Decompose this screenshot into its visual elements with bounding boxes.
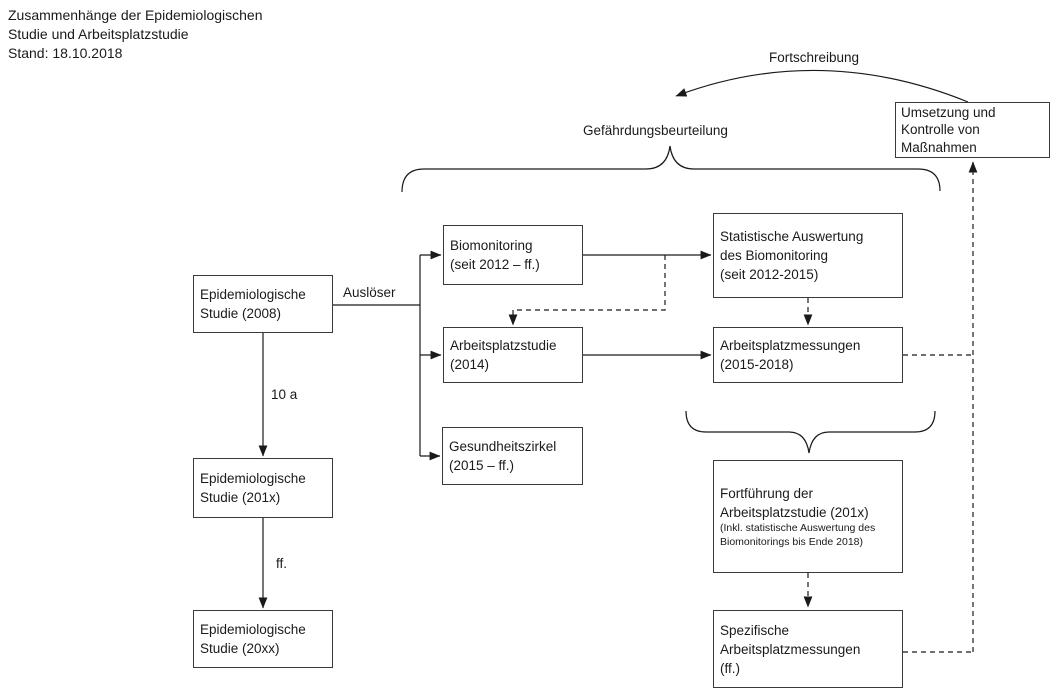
label-interval-10a: 10 a — [271, 387, 298, 402]
label-ausloeser: Auslöser — [343, 285, 396, 300]
box-umsetzung-kontrolle: Umsetzung und Kontrolle von Maßnahmen — [895, 102, 1050, 158]
label-interval-ff: ff. — [276, 556, 288, 571]
box-fortfuehrung-arbeitsplatzstudie: Fortführung der Arbeitsplatzstudie (201x… — [713, 460, 903, 573]
box-arbeitsplatzmessungen: Arbeitsplatzmessungen (2015-2018) — [713, 327, 903, 383]
label-gefaehrdungsbeurteilung: Gefährdungsbeurteilung — [583, 123, 728, 138]
fortfuehrung-brace — [685, 410, 936, 454]
box-spezifische-arbeitsplatzmessungen: Spezifische Arbeitsplatzmessungen (ff.) — [713, 610, 903, 688]
diagram-title: Zusammenhänge der Epidemiologischen Stud… — [8, 7, 263, 61]
gefaehrdungsbeurteilung-brace — [401, 145, 941, 193]
box-gesundheitszirkel: Gesundheitszirkel (2015 – ff.) — [442, 427, 583, 485]
dashed-biomonitoring-to-arbeitsplatzstudie — [508, 255, 666, 326]
box-epidemiologische-studie-201x: Epidemiologische Studie (201x) — [193, 458, 333, 518]
fortfuehrung-main-text: Fortführung der Arbeitsplatzstudie (201x… — [720, 486, 869, 520]
label-fortschreibung: Fortschreibung — [769, 50, 860, 65]
box-statistische-auswertung: Statistische Auswertung des Biomonitorin… — [713, 213, 903, 298]
fortschreibung-arc-arrow — [675, 69, 969, 103]
box-biomonitoring: Biomonitoring (seit 2012 – ff.) — [443, 225, 583, 285]
box-epidemiologische-studie-2008: Epidemiologische Studie (2008) — [193, 275, 333, 333]
box-arbeitsplatzstudie: Arbeitsplatzstudie (2014) — [443, 327, 583, 383]
fortfuehrung-sub-text: (Inkl. statistische Auswertung des Biomo… — [720, 522, 876, 548]
box-epidemiologische-studie-20xx: Epidemiologische Studie (20xx) — [193, 610, 333, 668]
